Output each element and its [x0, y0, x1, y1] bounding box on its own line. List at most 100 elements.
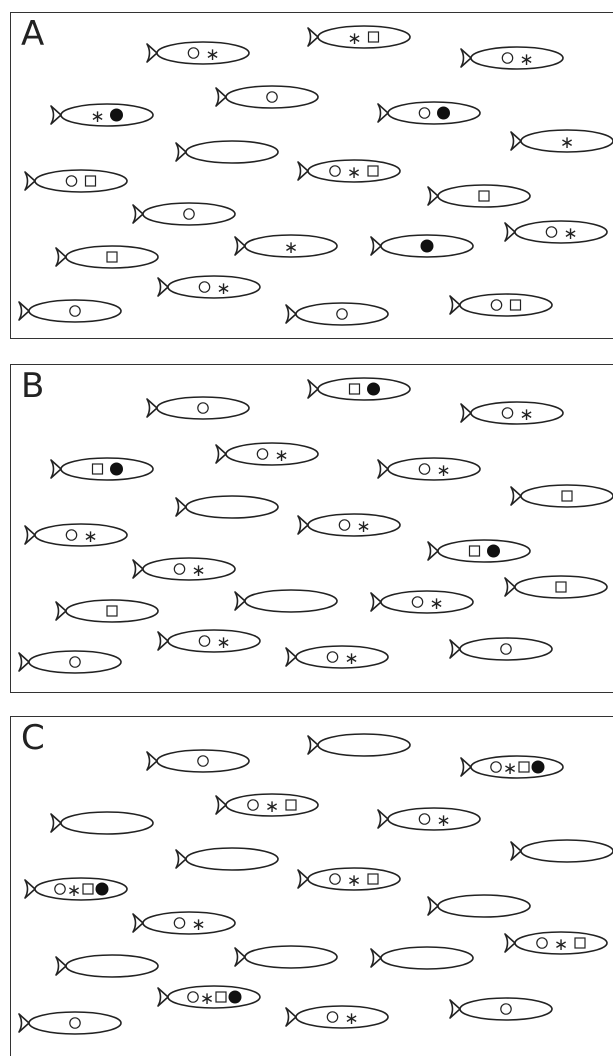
star-icon: ∗: [356, 517, 370, 537]
filled-dot-icon: [110, 462, 123, 476]
fish-body: [317, 25, 411, 49]
panel-label-b: B: [21, 366, 45, 406]
fish: [234, 589, 338, 613]
filled-dot-icon: [487, 544, 500, 558]
star-icon: ∗: [554, 935, 568, 955]
fish-body: [317, 377, 411, 401]
fish: ∗: [307, 25, 411, 49]
square-icon: [478, 190, 490, 202]
fish-tail: [132, 204, 144, 224]
star-icon: ∗: [519, 50, 533, 70]
fish-tail: [234, 236, 246, 256]
fish-body: [244, 234, 338, 258]
fish-tail: [297, 869, 309, 889]
fish-tail: [215, 87, 227, 107]
fish-tail: [370, 948, 382, 968]
fish: [50, 811, 154, 835]
fish-body: [459, 293, 553, 317]
fish-body: [244, 945, 338, 969]
fish-body: [387, 457, 481, 481]
fish-tail: [50, 813, 62, 833]
fish: ∗: [146, 41, 250, 65]
fish-body: [307, 513, 401, 537]
fish-tail: [460, 757, 472, 777]
fish: [24, 169, 128, 193]
fish: [146, 396, 250, 420]
fish-tail: [377, 809, 389, 829]
fish-body: [60, 457, 154, 481]
fish-tail: [18, 1013, 30, 1033]
square-icon: [215, 991, 227, 1003]
fish-tail: [377, 103, 389, 123]
square-icon: [367, 873, 379, 885]
fish: [18, 650, 122, 674]
fish-tail: [175, 497, 187, 517]
open-circle-icon: [173, 917, 186, 929]
square-icon: [82, 883, 94, 895]
fish-body: [437, 894, 531, 918]
star-icon: ∗: [436, 461, 450, 481]
panel-a: A ∗∗∗∗∗∗∗∗∗: [10, 12, 613, 339]
fish-body: [225, 442, 319, 466]
square-icon: [285, 799, 297, 811]
open-circle-icon: [501, 52, 514, 64]
fish-body: [470, 46, 564, 70]
star-icon: ∗: [216, 633, 230, 653]
square-icon: [555, 581, 567, 593]
fish-group-a: ∗∗∗∗∗∗∗∗∗: [18, 25, 613, 326]
fish: [55, 245, 159, 269]
fish: ∗: [297, 159, 401, 183]
fish: ∗: [157, 985, 261, 1009]
fish-body: [185, 495, 279, 519]
fish-tail: [307, 735, 319, 755]
fish-tail: [18, 301, 30, 321]
star-icon: ∗: [436, 811, 450, 831]
fish: [449, 637, 553, 661]
star-icon: ∗: [560, 133, 574, 153]
fish-body: [520, 129, 613, 153]
filled-dot-icon: [110, 108, 123, 122]
fish-body: [65, 954, 159, 978]
fish: [449, 997, 553, 1021]
open-circle-icon: [54, 883, 66, 895]
star-icon: ∗: [205, 45, 219, 65]
fish-tail: [24, 879, 36, 899]
fish-body: [185, 847, 279, 871]
fish-tail: [460, 48, 472, 68]
fish-tail: [449, 295, 461, 315]
fish-tail: [285, 1007, 297, 1027]
fish-tail: [132, 559, 144, 579]
star-icon: ∗: [274, 446, 288, 466]
open-circle-icon: [187, 991, 199, 1003]
open-circle-icon: [545, 226, 558, 238]
fish-tail: [157, 631, 169, 651]
fish-tail: [285, 304, 297, 324]
fish: ∗: [215, 442, 319, 466]
fish-tail: [504, 577, 516, 597]
fish-tail: [234, 591, 246, 611]
open-circle-icon: [411, 596, 424, 608]
fish-tail: [157, 277, 169, 297]
fish: ∗: [377, 807, 481, 831]
fish-body: [34, 523, 128, 547]
star-icon: ∗: [519, 405, 533, 425]
fish: [427, 894, 531, 918]
fish-body: [380, 946, 474, 970]
fish-tail: [146, 751, 158, 771]
star-icon: ∗: [284, 238, 298, 258]
open-circle-icon: [198, 281, 211, 293]
fish: ∗: [370, 590, 474, 614]
fish: ∗: [132, 911, 236, 935]
fish: ∗: [157, 275, 261, 299]
star-icon: ∗: [216, 279, 230, 299]
fish-tail: [234, 947, 246, 967]
fish-tail: [510, 841, 522, 861]
open-circle-icon: [266, 91, 278, 103]
fish: ∗: [377, 457, 481, 481]
fish-tail: [157, 987, 169, 1007]
star-icon: ∗: [191, 561, 205, 581]
fish: [285, 302, 389, 326]
fish: ∗: [460, 46, 564, 70]
open-circle-icon: [69, 656, 81, 668]
fish: ∗: [215, 793, 319, 817]
